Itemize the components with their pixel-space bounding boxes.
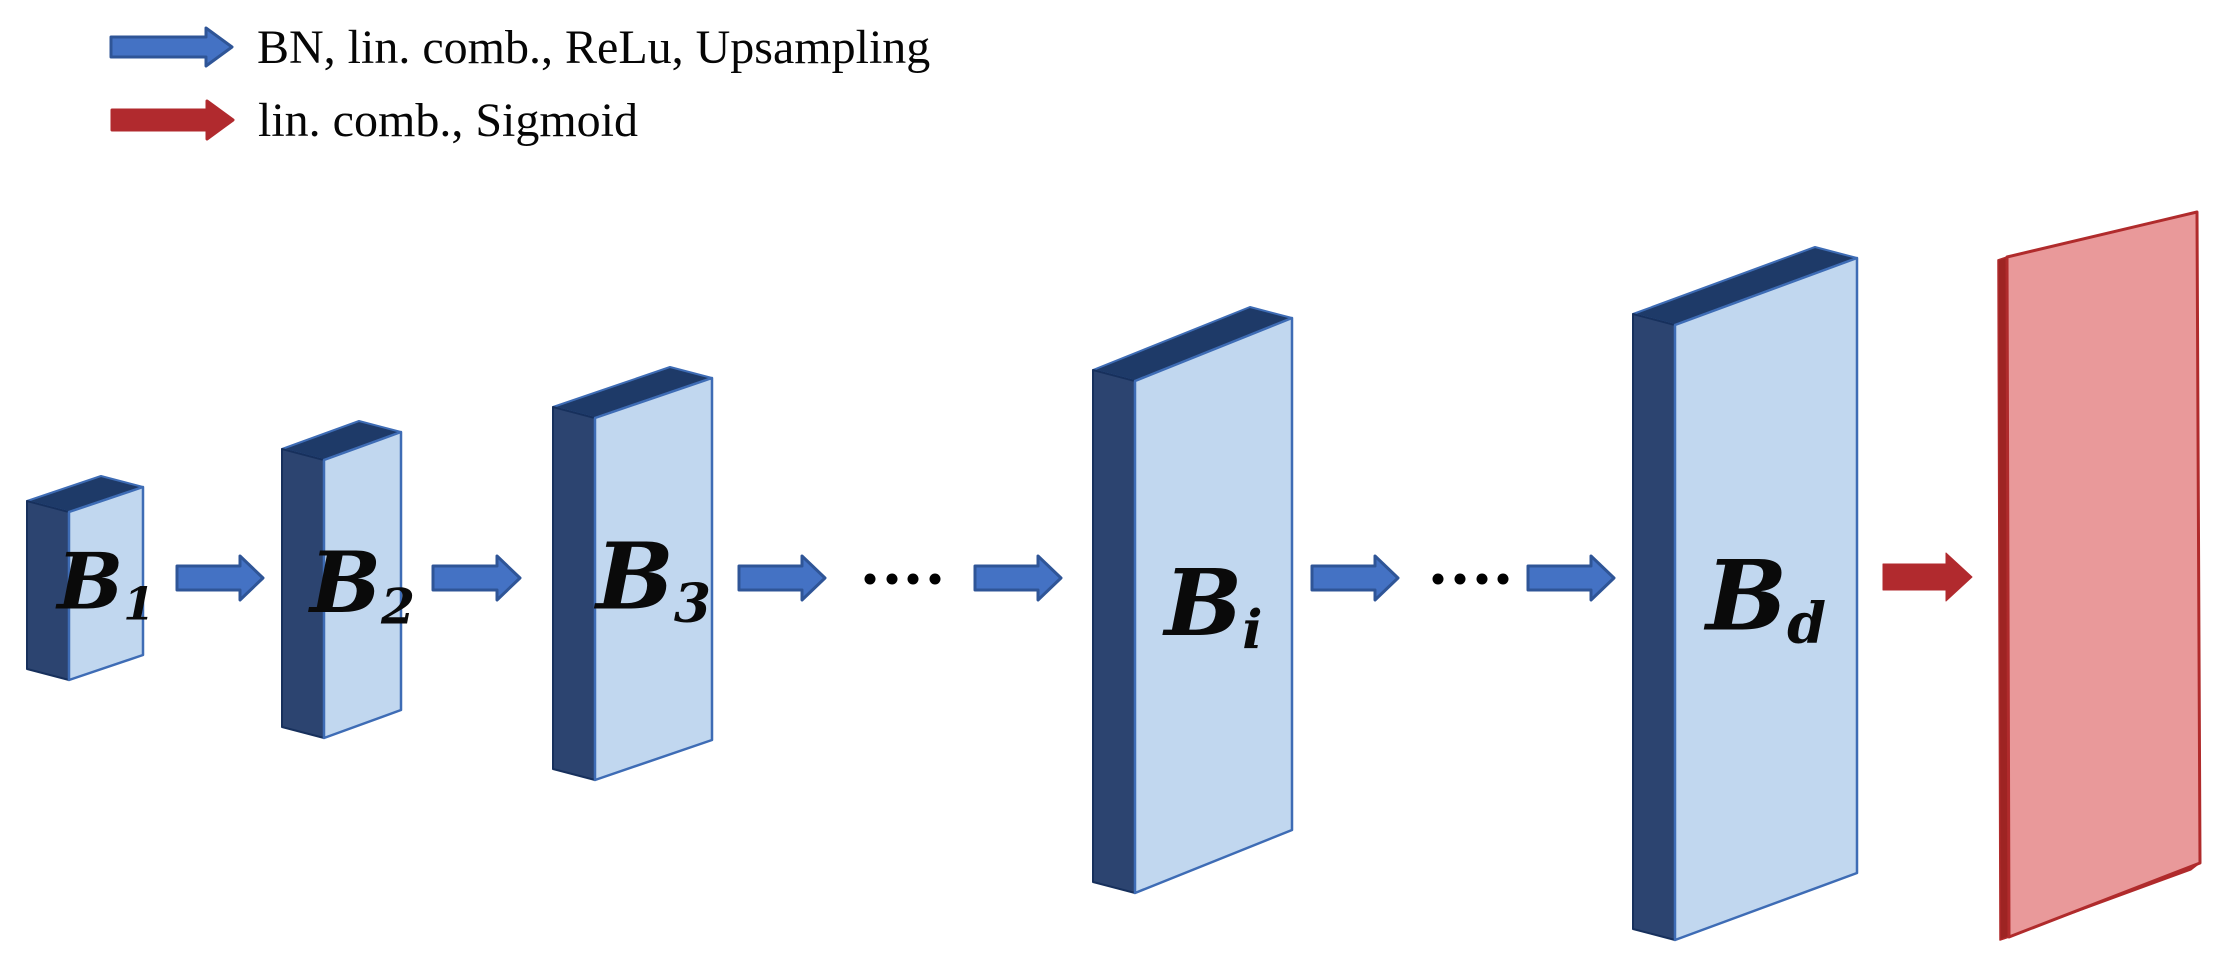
block-Bi: Bi <box>1092 306 1294 895</box>
block-Bd-side-face <box>1632 313 1676 941</box>
blocks-row: B1 B2 B3 Bi Bd <box>26 246 1859 942</box>
dot <box>886 573 898 585</box>
output-plane-group <box>1997 210 2202 941</box>
ellipsis-dots-2 <box>1432 573 1509 585</box>
ellipsis-dots-1 <box>864 573 941 585</box>
flow-arrow-2 <box>431 554 522 602</box>
flow-arrow-3 <box>737 554 827 602</box>
legend-red-arrow-icon <box>110 99 235 141</box>
dot <box>1432 573 1444 585</box>
block-Bd-front-face <box>1673 256 1859 942</box>
dot <box>1497 573 1509 585</box>
output-plane-front-face <box>2005 210 2202 939</box>
block-B2-front-face <box>322 430 403 740</box>
output-plane <box>1997 210 2202 941</box>
block-Bi-front-face <box>1133 316 1294 895</box>
legend-label-blue: BN, lin. comb., ReLu, Upsampling <box>257 21 930 74</box>
dot <box>929 573 941 585</box>
block-B1: B1 <box>26 475 155 682</box>
block-B3: B3 <box>552 366 714 782</box>
flow-arrow-6 <box>1526 554 1616 602</box>
block-Bi-side-face <box>1092 369 1136 894</box>
legend-blue-arrow-icon <box>109 26 234 68</box>
block-B2: B2 <box>281 420 415 740</box>
flow-arrows <box>175 552 1973 602</box>
legend: BN, lin. comb., ReLu, Upsampling lin. com… <box>109 21 930 147</box>
dot <box>864 573 876 585</box>
block-B1-front-face <box>67 485 145 682</box>
block-Bd: Bd <box>1632 246 1859 942</box>
flow-arrow-1 <box>175 554 265 602</box>
legend-label-red: lin. comb., Sigmoid <box>258 94 638 147</box>
legend-item-red: lin. comb., Sigmoid <box>110 94 638 147</box>
flow-arrow-5 <box>1310 554 1400 602</box>
legend-item-blue: BN, lin. comb., ReLu, Upsampling <box>109 21 930 74</box>
block-Bi-label: Bi <box>1161 549 1262 661</box>
output-arrow <box>1882 552 1973 602</box>
ellipsis-groups <box>864 573 1509 585</box>
block-B3-front-face <box>593 376 714 782</box>
block-Bd-label: Bd <box>1703 540 1826 657</box>
dot <box>1454 573 1466 585</box>
dot <box>907 573 919 585</box>
flow-arrow-4 <box>973 554 1063 602</box>
block-B3-label: B3 <box>593 522 711 634</box>
block-B2-label: B2 <box>308 533 415 636</box>
dot <box>1476 573 1488 585</box>
block-B3-side-face <box>552 406 596 781</box>
block-B1-label: B1 <box>55 536 154 630</box>
